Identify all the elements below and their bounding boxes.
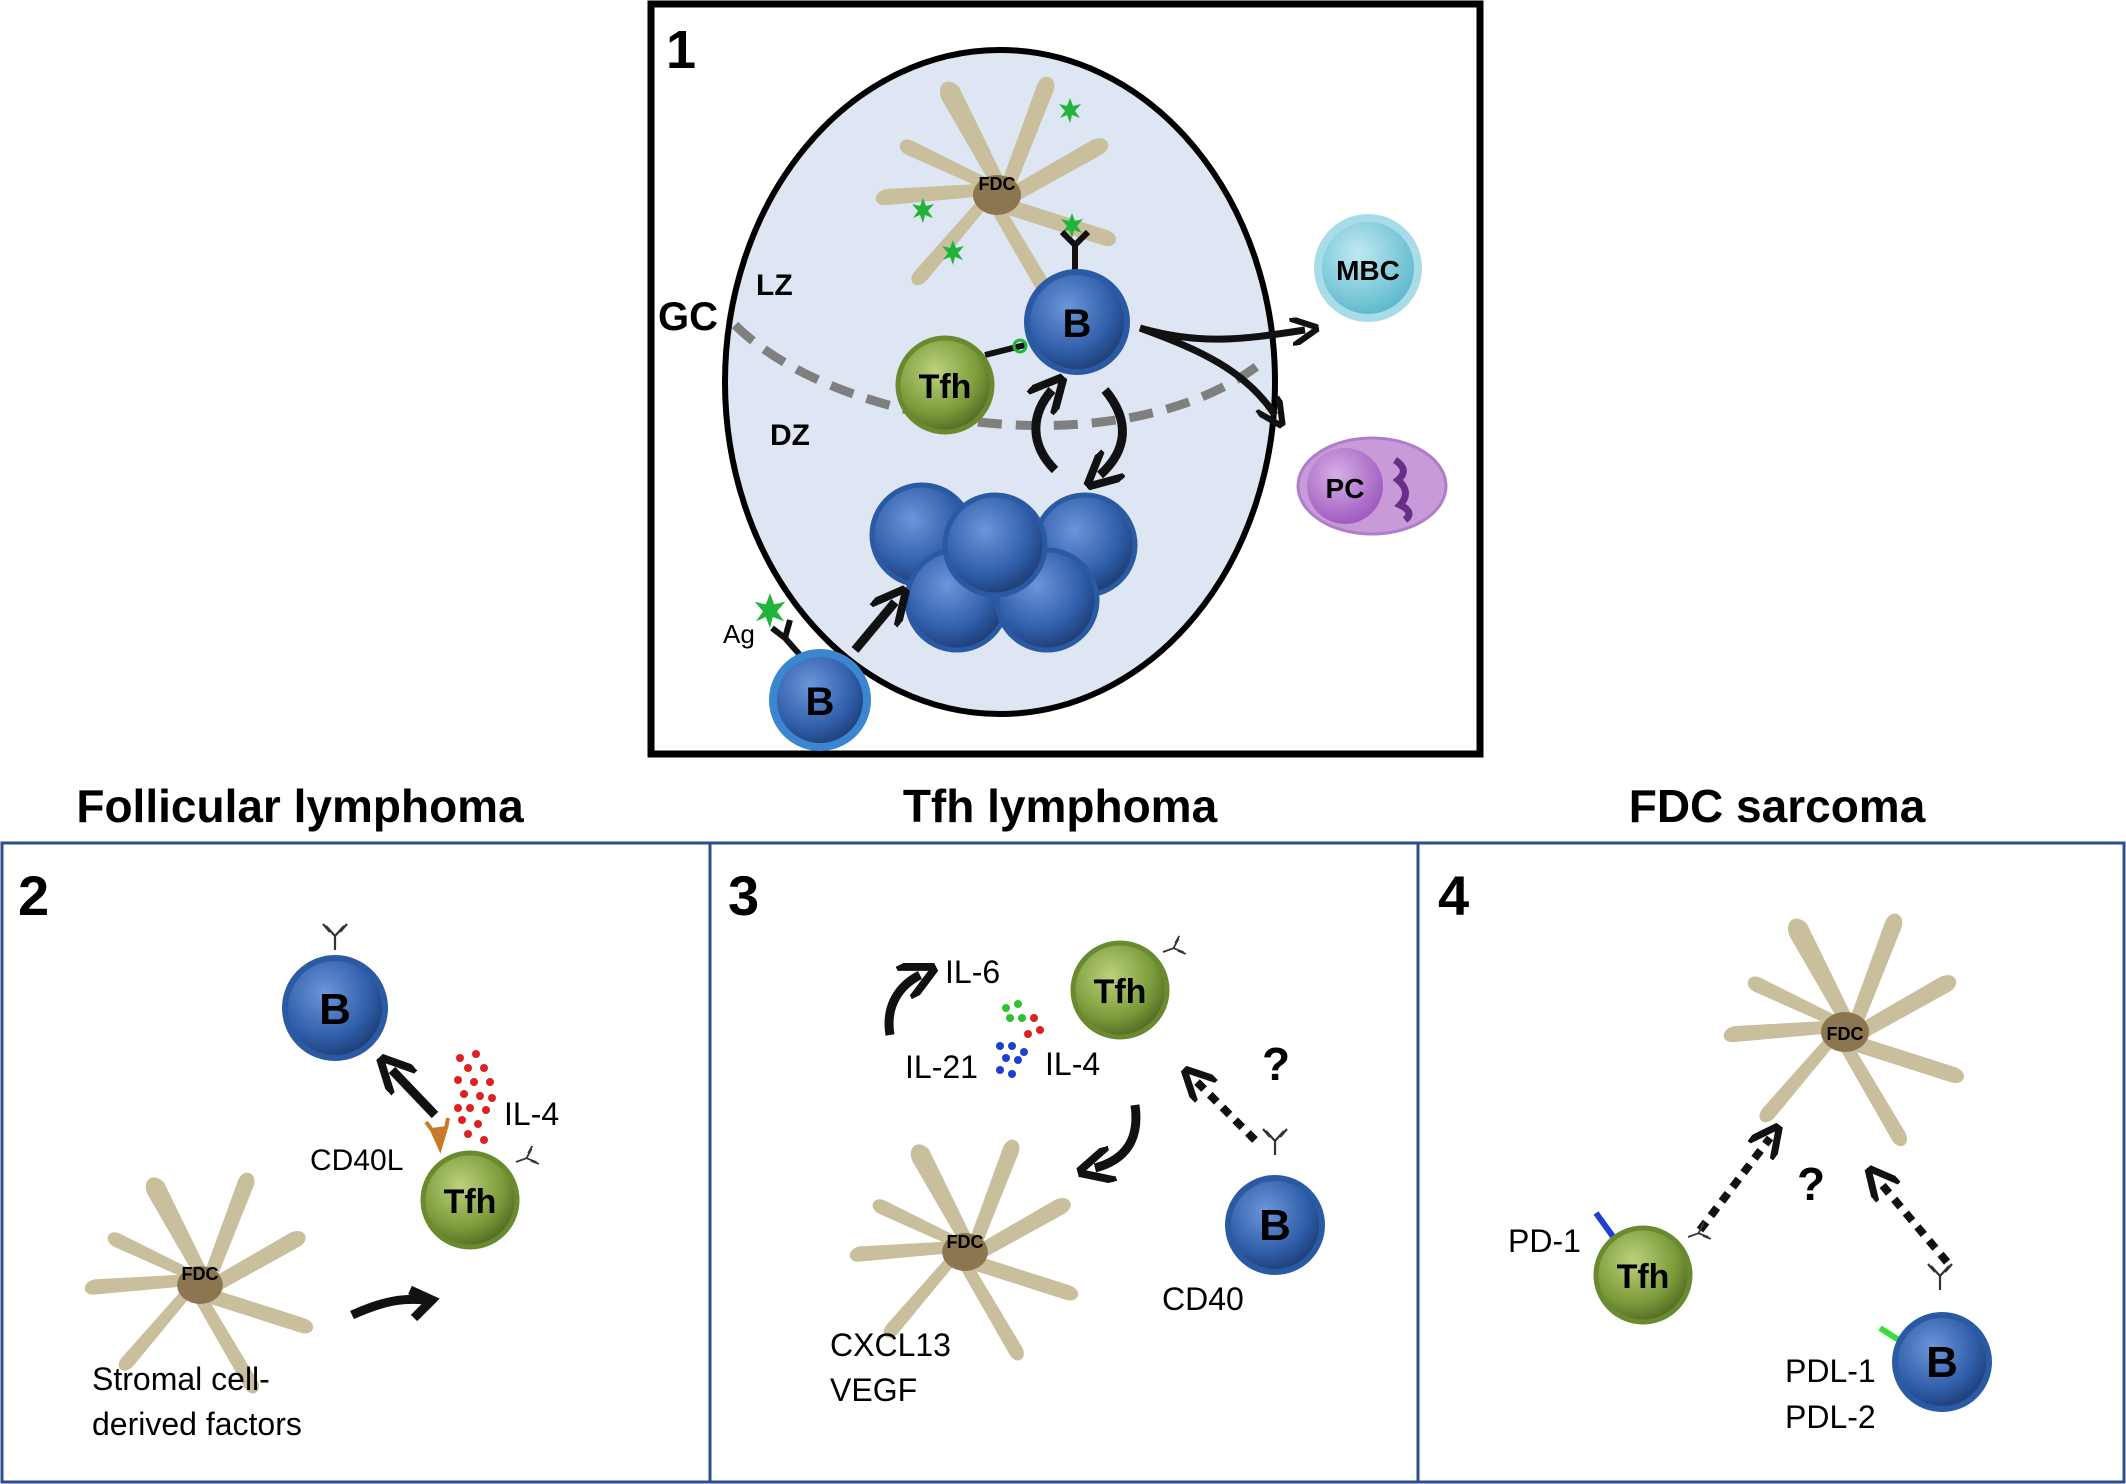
cd40l-label: CD40L (310, 1144, 403, 1177)
antigen-star-icon (1012, 338, 1028, 354)
panel-4-frame (1416, 841, 2126, 1484)
arrow-icon (1095, 1104, 1141, 1168)
il4-label: IL-4 (504, 1096, 559, 1132)
panel-1: 1 GC LZ DZ FDC B Tfh (647, 0, 1484, 758)
question-mark: ? (1797, 1158, 1825, 1210)
proliferating-b-cluster (869, 482, 1138, 653)
b-cell-icon (942, 492, 1048, 598)
b-cell-label: B (319, 985, 351, 1034)
tfh-cell-icon (1070, 940, 1170, 1040)
tcr-icon (984, 342, 1026, 358)
lz-dz-boundary (731, 321, 1268, 430)
fdc-label: FDC (1827, 1024, 1864, 1044)
panel-3-number: 3 (728, 864, 759, 927)
il4-label: IL-4 (1045, 1046, 1100, 1082)
il4-cytokine-dots (454, 1050, 496, 1144)
b-cell-bottom-label: B (806, 680, 835, 724)
arrowhead-icon (408, 1285, 440, 1322)
question-mark: ? (1262, 1038, 1290, 1090)
er-icon (1392, 457, 1413, 523)
b-cell-label: B (1063, 302, 1092, 346)
panel-2-frame (0, 841, 712, 1484)
stromal-label-line1: Stromal cell- (92, 1361, 270, 1397)
panel-2: 2 B IL-4 CD40L Tfh FDC Stromal cell- der… (0, 841, 712, 1484)
b-cell-icon (1225, 1175, 1325, 1275)
b-cell-label: B (1259, 1201, 1291, 1250)
gc-label: GC (658, 295, 718, 339)
lz-label: LZ (756, 269, 793, 302)
tfh-label: Tfh (444, 1183, 497, 1221)
panel-3-title: Tfh lymphoma (903, 780, 1218, 832)
dashed-arrow-icon (1195, 1080, 1258, 1143)
pd1-label: PD-1 (1508, 1223, 1581, 1259)
b-cell-label: B (1926, 1338, 1958, 1387)
il6-label: IL-6 (945, 954, 1000, 990)
ag-label: Ag (723, 619, 755, 649)
tfh-cell-icon (420, 1150, 520, 1250)
mbc-cell-icon (1314, 214, 1422, 322)
arrow-icon (350, 1294, 426, 1320)
panel-3: 3 IL-6 IL-21 IL-4 Tfh ? FDC B CD4 (708, 841, 1420, 1484)
b-cell-icon (1024, 269, 1130, 375)
vegf-label: VEGF (830, 1372, 917, 1408)
pc-label: PC (1326, 473, 1365, 504)
dz-label: DZ (770, 419, 810, 452)
pc-nucleus-icon (1307, 448, 1383, 524)
panel-4-title: FDC sarcoma (1629, 780, 1926, 832)
tfh-cell-icon (1593, 1225, 1693, 1325)
antibody-receptor-icon (770, 619, 803, 657)
panel-3-frame (708, 841, 1420, 1484)
panel-4: 4 FDC ? PD-1 Tfh B PDL-1 PDL-2 (1416, 841, 2126, 1484)
cd40-label: CD40 (1162, 1281, 1244, 1317)
arrow-icon (1100, 387, 1127, 475)
arrow-icon (851, 602, 895, 653)
stromal-label-line2: derived factors (92, 1406, 302, 1442)
panel-4-number: 4 (1438, 864, 1469, 927)
fdc-label: FDC (979, 174, 1016, 194)
panel-1-number: 1 (666, 20, 696, 80)
arrow-icon (884, 975, 920, 1036)
tfh-label: Tfh (1617, 1258, 1670, 1296)
panel-2-number: 2 (18, 864, 49, 927)
fdc-label: FDC (182, 1264, 219, 1284)
arrow-icon (1036, 390, 1055, 474)
pdl1-label: PDL-1 (1785, 1353, 1876, 1389)
germinal-center (722, 47, 1278, 717)
pdl2-label: PDL-2 (1785, 1399, 1876, 1435)
pd1-receptor-icon (1593, 1211, 1617, 1240)
fdc-label: FDC (947, 1232, 984, 1252)
b-cell-icon (282, 955, 388, 1061)
cxcl13-label: CXCL13 (830, 1327, 951, 1363)
tfh-label: Tfh (1094, 973, 1147, 1011)
cytokine-dots (996, 1000, 1044, 1078)
il21-label: IL-21 (905, 1049, 978, 1085)
arrow-icon (1138, 324, 1275, 415)
b-cell-icon (1892, 1312, 1992, 1412)
mbc-label: MBC (1336, 255, 1400, 286)
tfh-label: Tfh (919, 368, 972, 406)
dashed-arrow-icon (1696, 1138, 1770, 1233)
b-cell-icon (769, 649, 871, 751)
panel-2-title: Follicular lymphoma (76, 780, 524, 832)
arrow-icon (392, 1070, 439, 1119)
cd40l-icon (424, 1117, 450, 1154)
tfh-cell-icon (895, 335, 995, 435)
